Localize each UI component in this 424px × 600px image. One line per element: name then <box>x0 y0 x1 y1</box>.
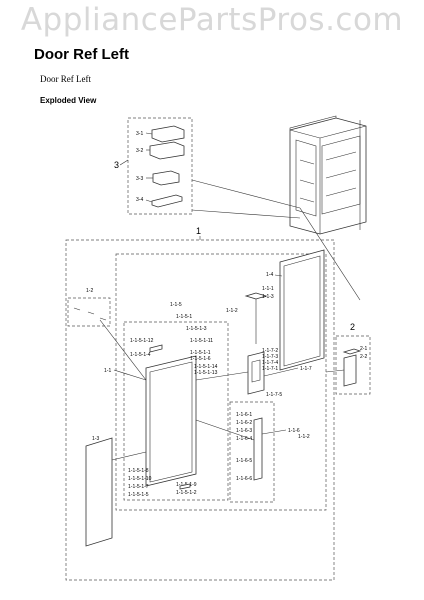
callout-1-1-7-3: 1-1-7-3 <box>262 354 278 360</box>
callout-1-2: 1-2 <box>86 288 93 294</box>
callout-group-1: 1 <box>196 226 201 236</box>
callout-1-1-5-1-7: 1-1-5-1-7 <box>128 484 149 490</box>
callout-1-1-2b: 1-1-2 <box>298 434 310 440</box>
callout-1-1-5-1-12: 1-1-5-1-12 <box>130 338 154 344</box>
refrigerator-cabinet <box>289 115 367 235</box>
callout-1-1-5: 1-1-5 <box>170 302 182 308</box>
callout-1-1-5-1-8: 1-1-5-1-8 <box>128 468 149 474</box>
callout-2-1: 2-1 <box>360 346 367 352</box>
callout-3-4: 3-4 <box>136 197 143 203</box>
callout-1-1-7-2: 1-1-7-2 <box>262 348 278 354</box>
callout-1-1-5-1-11: 1-1-5-1-11 <box>190 338 213 344</box>
view-label: Exploded View <box>40 96 97 105</box>
callout-1-1-6-4: 1-1-6-4 <box>236 436 252 442</box>
callout-2-2: 2-2 <box>360 354 367 360</box>
callout-1-1-7-1: 1-1-7-1 <box>262 366 278 372</box>
callout-1-1-6-3: 1-1-6-3 <box>236 428 252 434</box>
callout-1-1-5-1-3: 1-1-5-1-3 <box>186 326 207 332</box>
callout-1-1-5-1-1: 1-1-5-1-1 <box>190 350 211 356</box>
callout-1-1-5-1-13: 1-1-5-1-13 <box>194 370 218 376</box>
callout-3-3: 3-3 <box>136 176 143 182</box>
callout-1-1-1: 1-1-1 <box>262 286 274 292</box>
callout-1-4: 1-4 <box>266 272 273 278</box>
callout-1-3: 1-3 <box>92 436 99 442</box>
callout-group-2: 2 <box>350 322 355 332</box>
callout-1-1-5-1: 1-1-5-1 <box>176 314 192 320</box>
callout-3-1: 3-1 <box>136 131 143 137</box>
page-subtitle: Door Ref Left <box>40 74 91 84</box>
callout-1-1-6-5: 1-1-6-5 <box>236 458 252 464</box>
callout-1-1-5-1-14: 1-1-5-1-14 <box>194 364 218 370</box>
callout-1-1-5-1-2: 1-1-5-1-2 <box>176 490 197 496</box>
callout-group-3: 3 <box>114 160 119 170</box>
page-title: Door Ref Left <box>34 46 129 63</box>
callout-1-1-5-1-4: 1-1-5-1-4 <box>130 352 151 358</box>
callout-1-1-5-1-5: 1-1-5-1-5 <box>128 492 149 498</box>
group-3-bins: 3-1 3-2 3-3 3-4 3 <box>114 117 193 215</box>
callout-1-1-3: 1-1-3 <box>262 294 274 300</box>
callout-3-2: 3-2 <box>136 148 143 154</box>
group-2-dispenser: 2 2-1 2-2 <box>325 322 371 395</box>
callout-1-1-6-1: 1-1-6-1 <box>236 412 252 418</box>
callout-1-1-7: 1-1-7 <box>300 366 312 372</box>
callout-1-1-6: 1-1-6 <box>288 428 300 434</box>
callout-1-1-5-1-6: 1-1-5-1-6 <box>190 356 211 362</box>
callout-1-1-2: 1-1-2 <box>226 308 238 314</box>
callout-1-1-6-6: 1-1-6-6 <box>236 476 252 482</box>
group-1-door-assembly: 1 1-4 1-3 1-2 1-1-1 1-1-2 1-1-3 <box>65 226 335 581</box>
callout-1-1-7-4: 1-1-7-4 <box>262 360 278 366</box>
callout-1-1-6-2: 1-1-6-2 <box>236 420 252 426</box>
watermark: AppliancePartsPros.com <box>20 2 404 38</box>
callout-1-1-7-5: 1-1-7-5 <box>266 392 282 398</box>
callout-1-1: 1-1 <box>104 368 111 374</box>
callout-1-1-5-1-10: 1-1-5-1-10 <box>128 476 152 482</box>
